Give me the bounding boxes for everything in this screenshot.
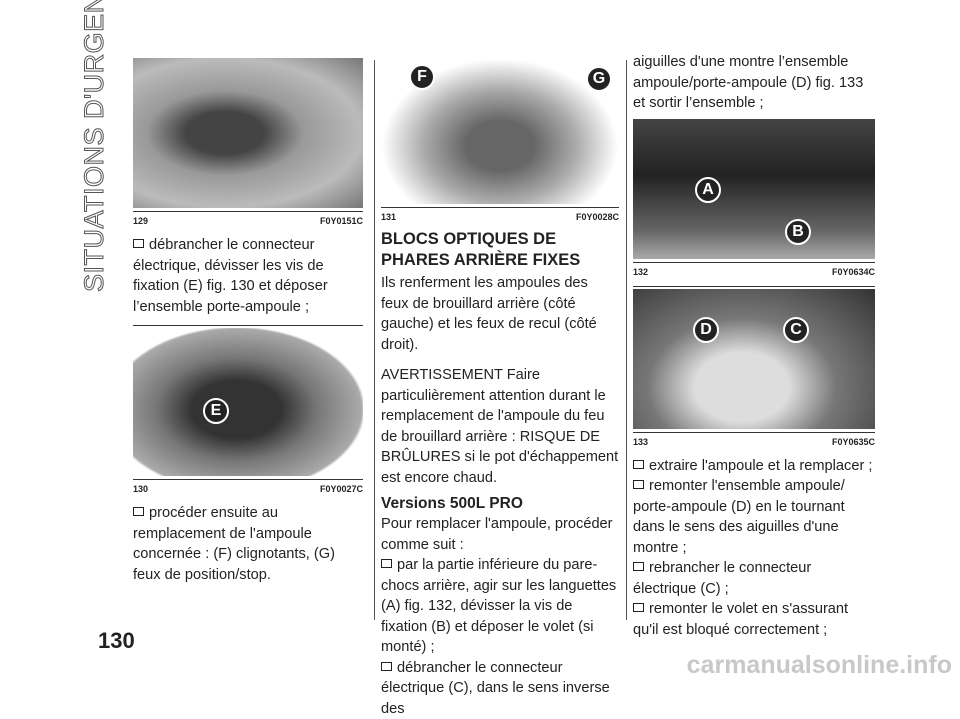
column-2: F G 131 F0Y0028C BLOCS OPTIQUES DE PHARES…	[381, 58, 619, 719]
checkbox-bullet-icon	[133, 239, 144, 248]
callout-label: A	[695, 176, 721, 203]
figure-code: F0Y0634C	[831, 266, 875, 277]
figure-code: F0Y0027C	[319, 484, 363, 494]
checkbox-bullet-icon	[133, 507, 144, 516]
figure-code: F0Y0028C	[575, 212, 619, 222]
figure-number: 130	[133, 484, 149, 494]
subheading: Versions 500L PRO	[381, 495, 523, 512]
step-text: rebrancher le connecteur électrique (C) …	[633, 560, 812, 597]
figure-132: A B	[633, 118, 875, 259]
column-divider	[374, 60, 375, 620]
figure-number: 131	[381, 212, 397, 222]
checkbox-bullet-icon	[633, 562, 644, 571]
step-text: débrancher le connecteur électrique (C),…	[381, 659, 610, 717]
step-text: par la partie inférieure du pare-chocs a…	[381, 557, 617, 655]
callout-label: B	[785, 218, 811, 245]
step-text: remonter le volet en s'assurant qu'il es…	[633, 601, 849, 638]
callout-label: E	[203, 398, 229, 424]
callout-label: G	[586, 66, 612, 92]
step-text: remonter l'ensemble ampoule/ porte-ampou…	[633, 478, 845, 556]
figure-131: F G	[381, 58, 619, 204]
figure-number: 132	[633, 266, 649, 277]
figure-number: 129	[133, 216, 149, 226]
checkbox-bullet-icon	[633, 480, 644, 489]
page-number: 130	[98, 628, 135, 653]
watermark: carmanualsonline.info	[686, 651, 952, 679]
checkbox-bullet-icon	[633, 603, 644, 612]
figure-code: F0Y0151C	[319, 216, 363, 226]
step-text: débrancher le connecteur électrique, dév…	[133, 237, 328, 315]
step-text: extraire l'ampoule et la remplacer ;	[649, 457, 873, 474]
step-text: procéder ensuite au remplacement de l'am…	[133, 505, 335, 583]
warning-text: AVERTISSEMENT Faire particulièrement att…	[381, 367, 619, 486]
figure-133: D C	[633, 288, 875, 429]
intro-text: Ils renferment les ampoules des feux de …	[381, 275, 597, 353]
continued-text: aiguilles d'une montre l’ensemble ampoul…	[633, 54, 864, 111]
callout-label: D	[693, 316, 719, 343]
checkbox-bullet-icon	[381, 559, 392, 568]
column-divider	[626, 60, 627, 620]
sub-intro: Pour remplacer l'ampoule, procéder comme…	[381, 516, 613, 553]
column-3: aiguilles d'une montre l’ensemble ampoul…	[633, 52, 875, 640]
section-heading: BLOCS OPTIQUES DE PHARES ARRIÈRE FIXES	[381, 230, 581, 269]
figure-129	[133, 58, 363, 208]
figure-number: 133	[633, 436, 649, 447]
callout-label: F	[409, 64, 435, 90]
figure-130: E	[133, 328, 363, 476]
checkbox-bullet-icon	[381, 661, 392, 671]
callout-label: C	[783, 316, 809, 343]
checkbox-bullet-icon	[633, 459, 644, 469]
section-title: SITUATIONS D'URGENCE	[79, 0, 110, 293]
figure-code: F0Y0635C	[831, 436, 875, 447]
column-1: 129 F0Y0151C débrancher le connecteur éle…	[133, 58, 363, 585]
